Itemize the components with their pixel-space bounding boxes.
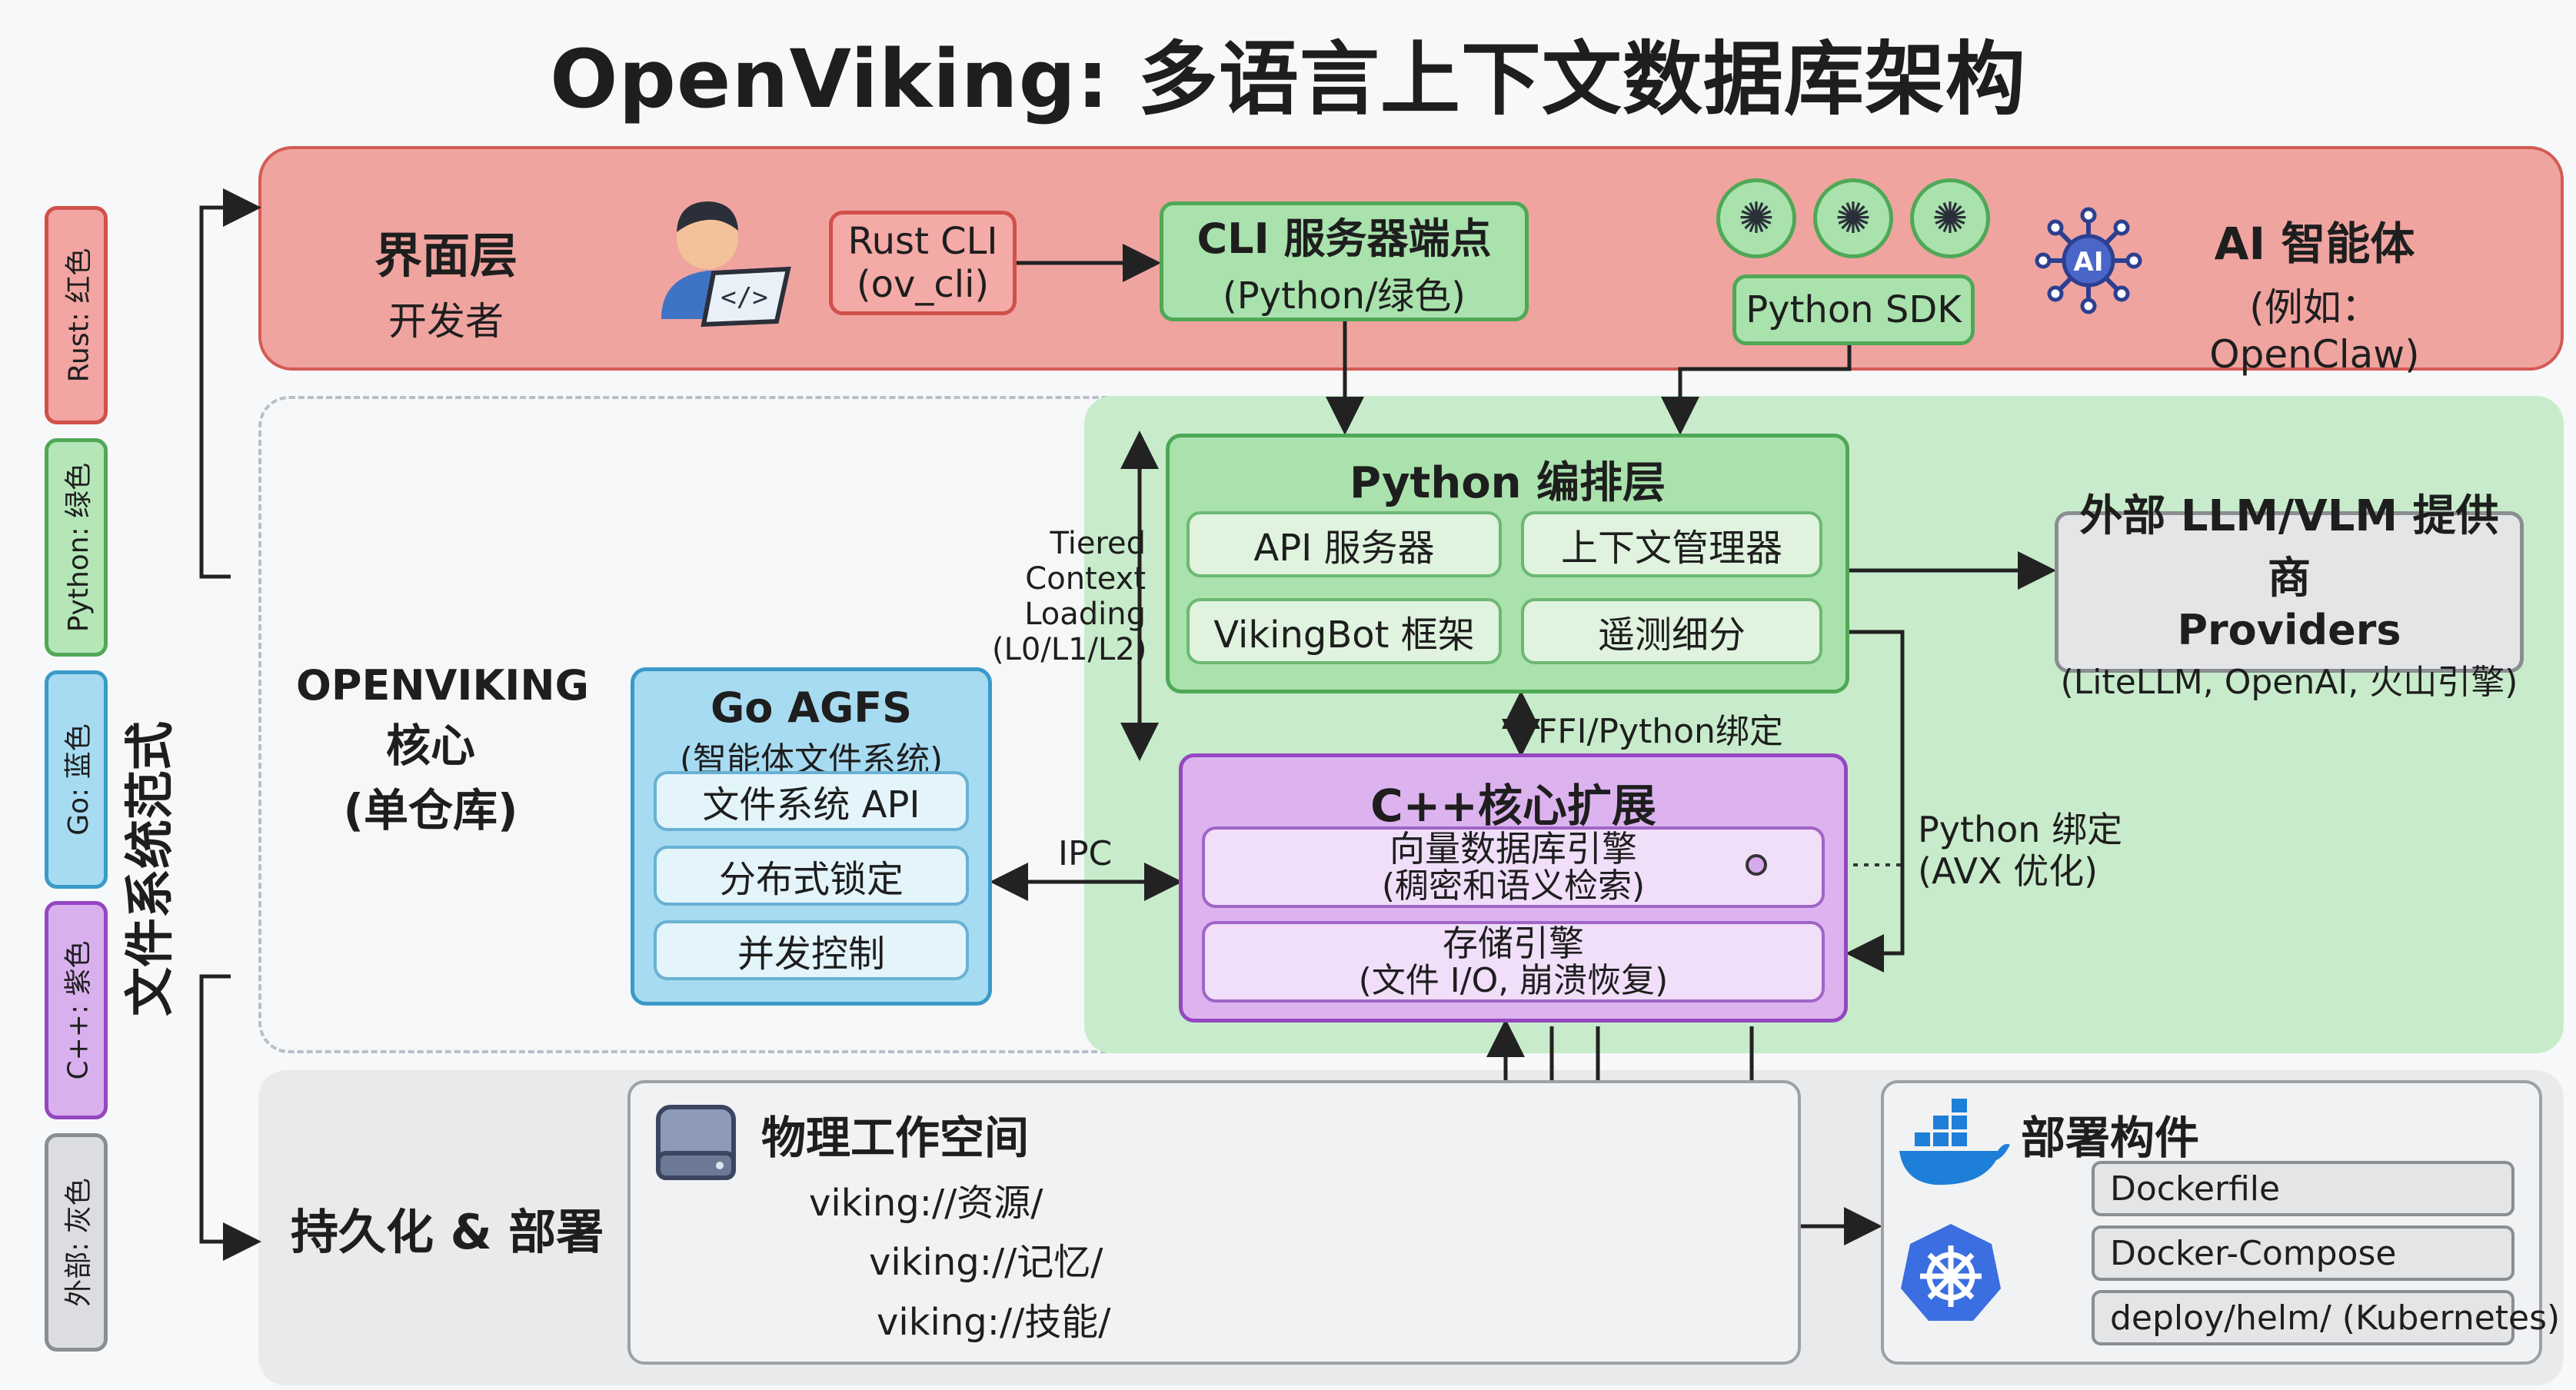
workspace-title: 物理工作空间 bbox=[761, 1112, 1030, 1164]
svg-text:</>: </> bbox=[721, 282, 767, 313]
legend-item: C++: 紫色 bbox=[45, 901, 108, 1119]
docker-icon bbox=[1896, 1096, 2012, 1188]
sdk-logo-icon: ✺ bbox=[1813, 178, 1893, 258]
vector-engine-label: 向量数据库引擎 bbox=[1390, 828, 1637, 870]
context-manager-box: 上下文管理器 bbox=[1521, 511, 1822, 577]
vector-engine-sublabel: (稠密和语义检索) bbox=[1381, 866, 1646, 906]
external-llm-subtitle: Providers bbox=[2177, 605, 2401, 654]
svg-text:AI: AI bbox=[2074, 247, 2104, 278]
external-llm-title: 外部 LLM/VLM 提供商 bbox=[2079, 490, 2499, 604]
rust-cli-label: Rust CLI bbox=[847, 220, 998, 263]
storage-drive-icon bbox=[654, 1099, 738, 1184]
workspace-box bbox=[627, 1080, 1801, 1365]
dockerfile-item: Dockerfile bbox=[2092, 1161, 2514, 1216]
workspace-item-resources: viking://资源/ bbox=[809, 1182, 1043, 1225]
ui-layer-title-block: 界面层 开发者 bbox=[338, 217, 554, 346]
legend-item: Go: 蓝色 bbox=[45, 670, 108, 889]
concurrency-control-box: 并发控制 bbox=[654, 920, 969, 980]
distributed-lock-box: 分布式锁定 bbox=[654, 846, 969, 906]
llm-sdk-icons: ✺ ✺ ✺ bbox=[1716, 178, 2024, 261]
ai-agent-example: (例如：OpenClaw) bbox=[2209, 285, 2420, 377]
rust-cli-box: Rust CLI (ov_cli) bbox=[829, 211, 1017, 315]
core-title-line3: (单仓库) bbox=[343, 784, 518, 836]
storage-engine-label: 存储引擎 bbox=[1443, 923, 1584, 964]
kubernetes-icon bbox=[1899, 1221, 2002, 1324]
cpp-core-title: C++核心扩展 bbox=[1370, 780, 1656, 832]
filesystem-api-box: 文件系统 API bbox=[654, 771, 969, 831]
go-agfs-title: Go AGFS bbox=[710, 683, 913, 732]
persist-title: 持久化 & 部署 bbox=[291, 1204, 604, 1260]
vikingbot-framework-box: VikingBot 框架 bbox=[1186, 598, 1502, 664]
ui-layer-subtitle: 开发者 bbox=[388, 299, 504, 344]
sdk-logo-icon: ✺ bbox=[1716, 178, 1796, 258]
storage-engine-box: 存储引擎 (文件 I/O, 崩溃恢复) bbox=[1202, 921, 1825, 1003]
ui-layer-title: 界面层 bbox=[374, 228, 518, 284]
deploy-title: 部署构件 bbox=[2021, 1112, 2200, 1164]
ai-agent-block: AI 智能体 (例如：OpenClaw) bbox=[2145, 208, 2484, 377]
ai-agent-label: AI 智能体 bbox=[2214, 218, 2415, 270]
workspace-item-skills: viking://技能/ bbox=[877, 1301, 1111, 1344]
telemetry-box: 遥测细分 bbox=[1521, 598, 1822, 664]
external-llm-box: 外部 LLM/VLM 提供商 Providers (LiteLLM, OpenA… bbox=[2055, 491, 2524, 702]
core-title-block: OPENVIKING 核心 (单仓库) bbox=[296, 661, 589, 839]
legend-item: Rust: 红色 bbox=[45, 206, 108, 424]
docker-compose-item: Docker-Compose bbox=[2092, 1225, 2514, 1281]
cli-server-box: CLI 服务器端点 (Python/绿色) bbox=[1160, 201, 1529, 321]
cli-server-label: CLI 服务器端点 bbox=[1196, 214, 1492, 263]
diagram-title: OpenViking: 多语言上下文数据库架构 bbox=[550, 32, 2026, 126]
python-sdk-box: Python SDK bbox=[1732, 274, 1975, 345]
legend-item: Python: 绿色 bbox=[45, 438, 108, 657]
legend-item: 外部: 灰色 bbox=[45, 1133, 108, 1352]
ai-agent-icon: AI bbox=[2034, 206, 2143, 315]
cli-server-sublabel: (Python/绿色) bbox=[1222, 274, 1466, 318]
ffi-label: FFI/Python绑定 bbox=[1538, 712, 1783, 751]
developer-icon: </> bbox=[646, 185, 800, 331]
vector-engine-box: 向量数据库引擎 (稠密和语义检索) bbox=[1202, 826, 1825, 908]
sdk-logo-icon: ✺ bbox=[1910, 178, 1990, 258]
external-llm-examples: (LiteLLM, OpenAI, 火山引擎) bbox=[2060, 662, 2518, 702]
vector-engine-node-icon bbox=[1746, 854, 1767, 876]
workspace-item-memory: viking://记忆/ bbox=[869, 1241, 1103, 1284]
tiered-loading-label: Tiered Context Loading (L0/L1/L2) bbox=[992, 526, 1147, 667]
api-server-box: API 服务器 bbox=[1186, 511, 1502, 577]
ipc-label: IPC bbox=[1058, 834, 1113, 873]
python-orchestration-title: Python 编排层 bbox=[1349, 458, 1666, 508]
rust-cli-sublabel: (ov_cli) bbox=[856, 263, 990, 306]
helm-item: deploy/helm/ (Kubernetes) bbox=[2092, 1290, 2560, 1345]
core-title: OPENVIKING bbox=[296, 661, 589, 710]
storage-engine-sublabel: (文件 I/O, 崩溃恢复) bbox=[1358, 961, 1669, 1000]
core-title-line2: 核心 bbox=[385, 720, 475, 772]
python-sdk-label: Python SDK bbox=[1746, 288, 1962, 331]
python-binding-label: Python 绑定 (AVX 优化) bbox=[1918, 809, 2123, 892]
